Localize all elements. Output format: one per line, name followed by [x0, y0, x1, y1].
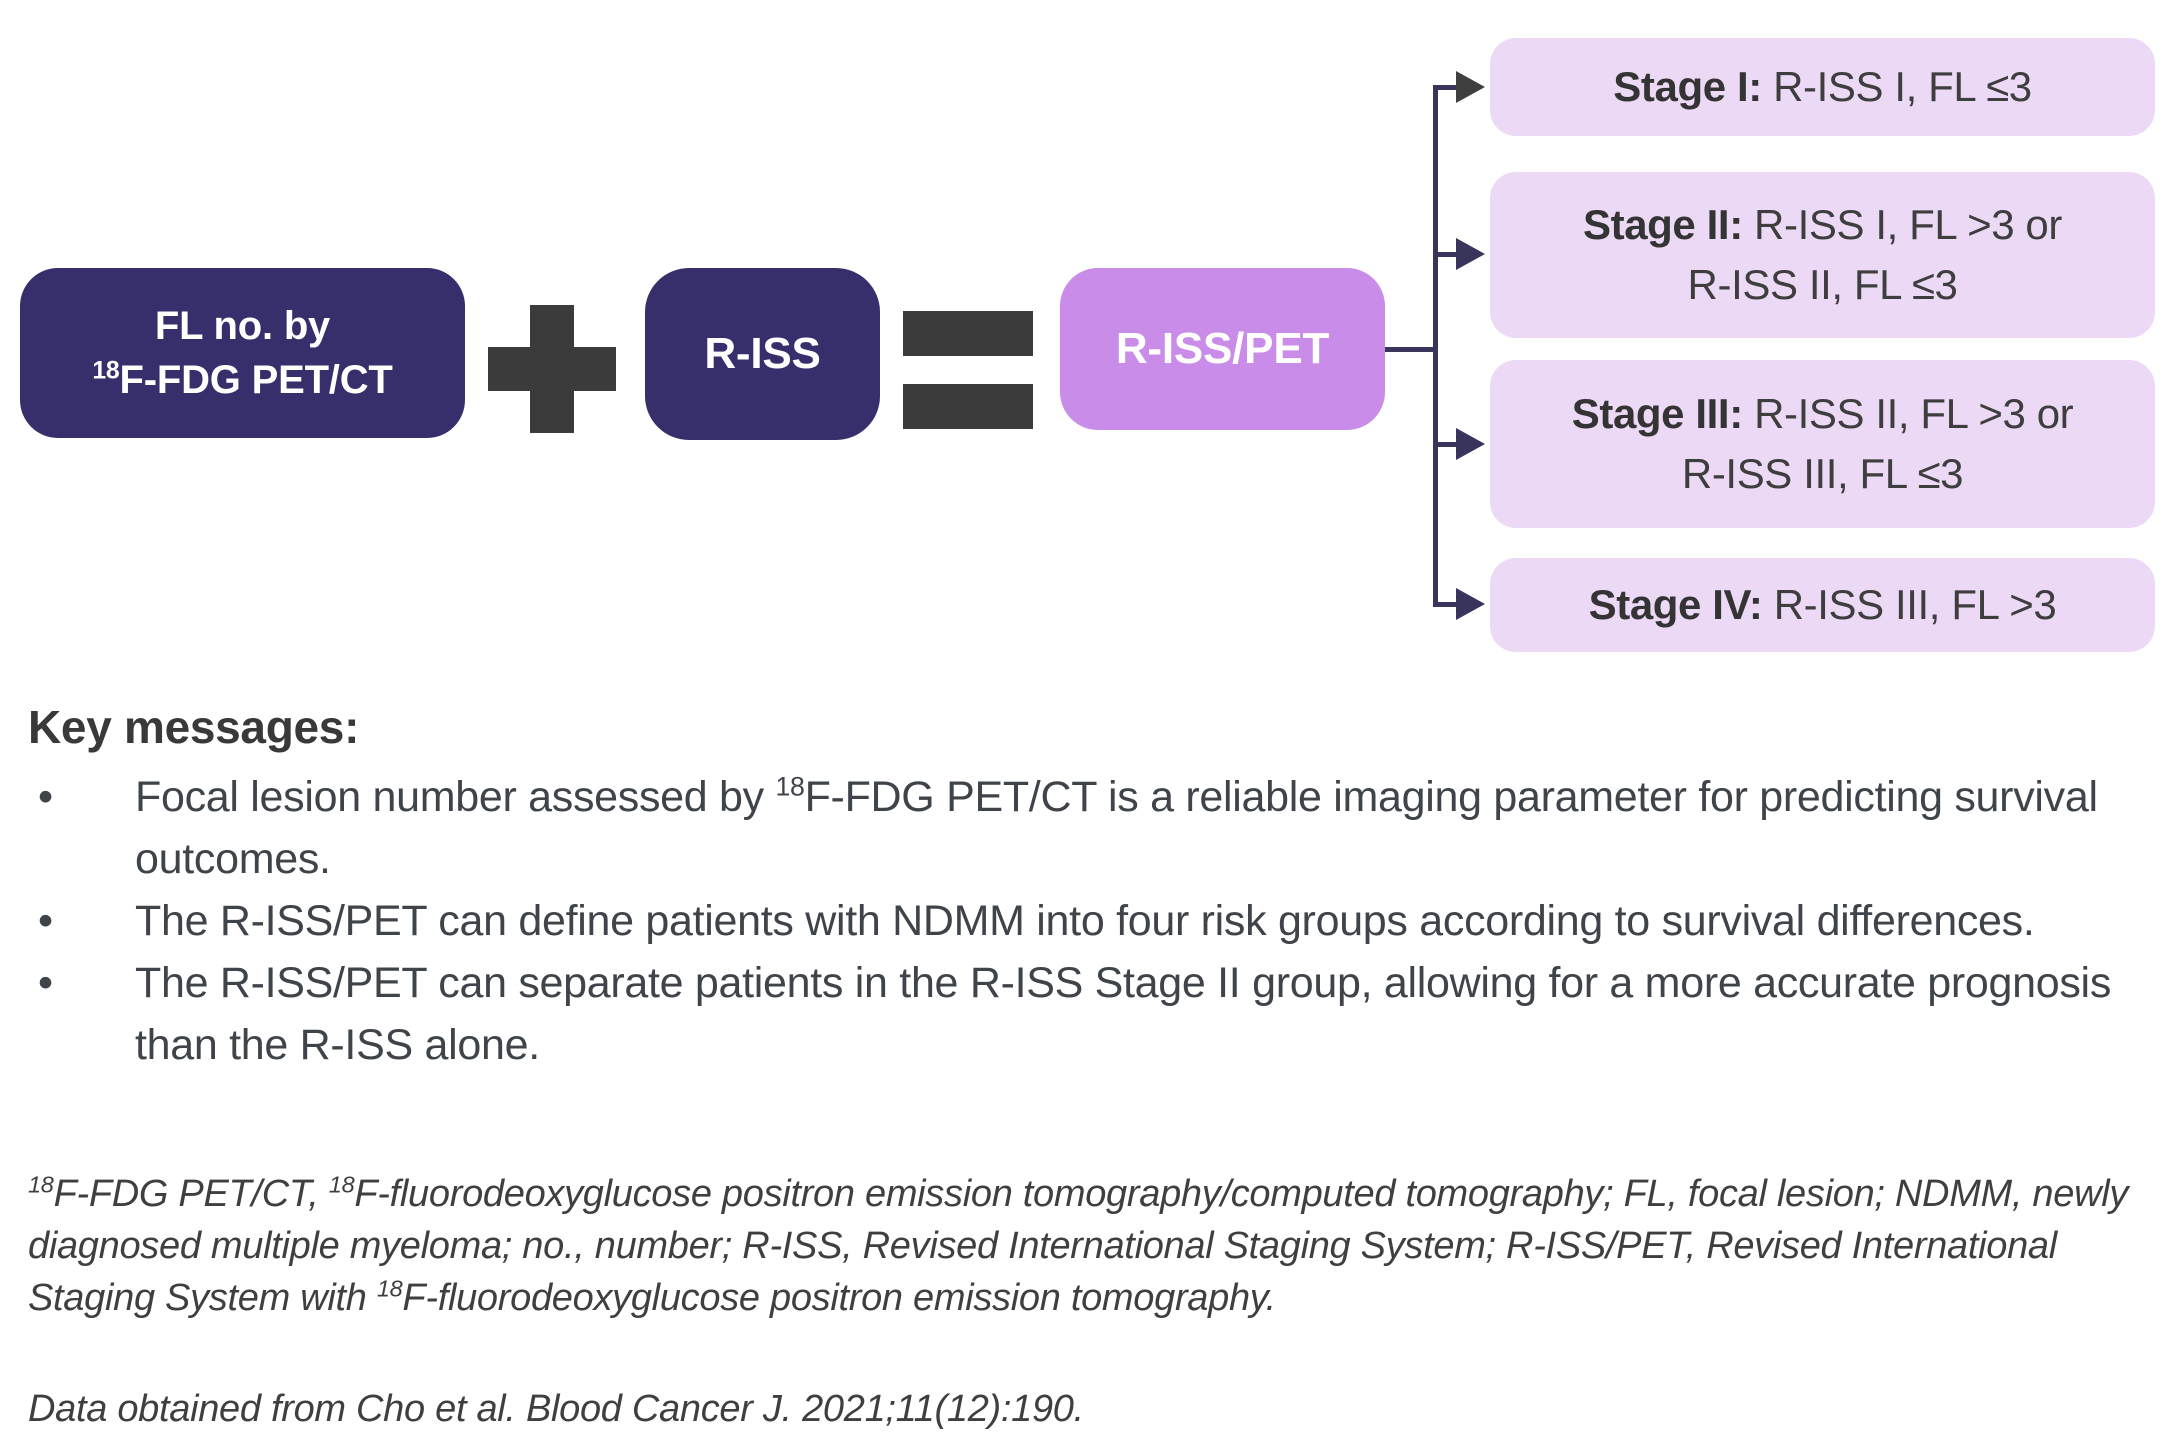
- arrow-right-icon-stage3: [1456, 428, 1485, 460]
- connector-stub-stage2: [1433, 252, 1458, 257]
- data-source-citation: Data obtained from Cho et al. Blood Canc…: [28, 1388, 1084, 1430]
- key-message-item: • The R-ISS/PET can define patients with…: [28, 890, 2148, 952]
- stage-2-label: Stage II:: [1583, 201, 1743, 248]
- key-message-item: • The R-ISS/PET can separate patients in…: [28, 952, 2148, 1076]
- bullet-icon: •: [38, 959, 53, 1007]
- stage-1-criteria: R-ISS I, FL ≤3: [1761, 63, 2032, 110]
- key-message-text: The R-ISS/PET can separate patients in t…: [135, 959, 2112, 1069]
- fl-number-line1: FL no. by: [154, 304, 331, 348]
- bullet-icon: •: [38, 897, 53, 945]
- plus-icon-bar-vertical: [530, 305, 574, 433]
- key-messages-list: • Focal lesion number assessed by 18F-FD…: [28, 766, 2148, 1076]
- stage-4-label: Stage IV:: [1588, 581, 1763, 628]
- stage-2-criteria-line1: R-ISS I, FL >3 or: [1742, 201, 2062, 248]
- fl-number-box: FL no. by 18F-FDG PET/CT: [20, 268, 465, 438]
- stage-4-box: Stage IV: R-ISS III, FL >3: [1490, 558, 2155, 652]
- connector-stub-stage4: [1433, 602, 1458, 607]
- connector-stub-stage3: [1433, 442, 1458, 447]
- stage-3-text-line1: Stage III: R-ISS II, FL >3 or: [1572, 384, 2074, 444]
- arrow-right-icon-stage1: [1456, 71, 1485, 103]
- riss-pet-box-label: R-ISS/PET: [1115, 324, 1330, 373]
- connector-spine-line: [1433, 85, 1438, 607]
- stage-4-text: Stage IV: R-ISS III, FL >3: [1589, 575, 2057, 635]
- abbreviations-footnote: 18F-FDG PET/CT, 18F-fluorodeoxyglucose p…: [28, 1171, 2129, 1319]
- key-messages-heading: Key messages:: [28, 701, 360, 753]
- fl-number-line2: 18F-FDG PET/CT: [92, 357, 393, 402]
- stage-1-box: Stage I: R-ISS I, FL ≤3: [1490, 38, 2155, 136]
- stage-4-criteria: R-ISS III, FL >3: [1762, 581, 2057, 628]
- bullet-icon: •: [38, 773, 53, 821]
- key-message-text: The R-ISS/PET can define patients with N…: [135, 897, 2035, 945]
- stage-3-criteria-line1: R-ISS II, FL >3 or: [1742, 390, 2074, 437]
- riss-box-label: R-ISS: [704, 329, 821, 378]
- riss-pet-box: R-ISS/PET: [1060, 268, 1385, 430]
- equals-icon-bottom-bar: [903, 384, 1033, 429]
- equals-icon-top-bar: [903, 311, 1033, 356]
- key-message-text: Focal lesion number assessed by 18F-FDG …: [135, 771, 2098, 883]
- stage-3-label: Stage III:: [1571, 390, 1743, 437]
- arrow-right-icon-stage4: [1456, 588, 1485, 620]
- stage-2-text-line1: Stage II: R-ISS I, FL >3 or: [1583, 195, 2062, 255]
- stage-3-text-line2: R-ISS III, FL ≤3: [1681, 450, 1964, 497]
- stage-3-box: Stage III: R-ISS II, FL >3 or R-ISS III,…: [1490, 360, 2155, 528]
- stage-2-text-line2: R-ISS II, FL ≤3: [1687, 261, 1958, 308]
- connector-stub-stage1: [1433, 85, 1458, 90]
- connector-horizontal-line: [1385, 347, 1433, 352]
- key-message-item: • Focal lesion number assessed by 18F-FD…: [28, 766, 2148, 890]
- stage-1-label: Stage I:: [1613, 63, 1762, 110]
- arrow-right-icon-stage2: [1456, 238, 1485, 270]
- stage-1-text: Stage I: R-ISS I, FL ≤3: [1613, 57, 2032, 117]
- riss-box: R-ISS: [645, 268, 880, 440]
- stage-2-box: Stage II: R-ISS I, FL >3 or R-ISS II, FL…: [1490, 172, 2155, 338]
